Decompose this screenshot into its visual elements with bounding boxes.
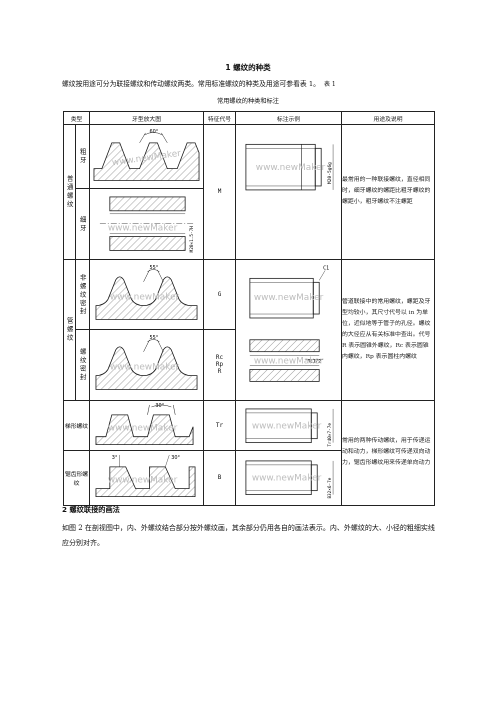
angle-55-label: 55°: [149, 265, 158, 271]
section1-title: 1 螺纹的种类: [225, 63, 271, 72]
annotation-buttress: B32×6-7e www.newMaker: [235, 450, 343, 506]
group-ordinary: 普通螺纹: [63, 124, 76, 260]
header-annotation: 标注示例: [235, 111, 343, 125]
annotation-trapezoid: Tr40×7-7e www.newMaker: [235, 399, 343, 452]
angle-60-label: 60°: [149, 129, 158, 135]
angle-30-buttress-label: 30°: [171, 455, 180, 461]
svg-text:www.newMaker: www.newMaker: [252, 421, 322, 431]
usage-ordinary: 最常用的一种联接螺纹，直径相同时，细牙螺纹的螺距比粗牙螺纹的螺距小，粗牙螺纹不注…: [341, 124, 436, 260]
profile-trapezoid: 30° www.newMaker: [89, 399, 205, 452]
group-trapezoid: 梯形螺纹: [62, 399, 91, 452]
section2-paragraph: 如图 2 在剖视图中，内、外螺纹结合部分按外螺纹画，其余部分仍用各自的画法表示。…: [62, 524, 435, 547]
group-pipe: 管螺纹: [63, 258, 76, 401]
code-ordinary: M: [203, 124, 237, 260]
profile-coarse: 60° www.newMaker: [89, 123, 205, 190]
subtype-coarse: 粗牙: [74, 123, 91, 190]
svg-text:www.newMaker: www.newMaker: [252, 474, 322, 484]
thread-types-table: 类型 牙型放大图 特征代号 标注示例 用途及说明 普通螺纹 粗牙 60° www…: [62, 111, 436, 506]
profile-buttress: 3° 30° www.newMaker: [89, 450, 205, 506]
code-buttress: B: [203, 450, 237, 506]
angle-55-seal-label: 55°: [149, 335, 158, 341]
header-usage: 用途及说明: [341, 111, 436, 125]
chamfer-c1-label: C1: [323, 265, 329, 271]
table-caption: 常用螺纹的种类和标注: [217, 98, 279, 105]
svg-text:www.newMaker: www.newMaker: [108, 423, 178, 433]
subtype-seal: 螺纹密封: [74, 329, 91, 401]
svg-text:www.newMaker: www.newMaker: [254, 293, 324, 303]
svg-text:www.newMaker: www.newMaker: [108, 224, 178, 234]
section2-title: 2 螺纹联接的画法: [62, 505, 120, 514]
profile-non-seal: 55° www.newMaker: [89, 258, 205, 331]
header-type: 类型: [62, 111, 91, 125]
subtype-non-seal: 非螺纹密封: [74, 258, 91, 331]
seal-annotation-label: Rc1/2: [307, 358, 321, 364]
fine-annotation-label: M20×1.5-7H: [189, 226, 195, 253]
annotation-ordinary: M20-5g6g www.newMaker: [235, 124, 343, 260]
buttress-annotation-diagram: B32×6-7e www.newMaker: [245, 460, 334, 499]
svg-text:www.newMaker: www.newMaker: [256, 163, 326, 173]
thread-profile-30-diagram: 30° www.newMaker: [95, 403, 194, 445]
code-pipe-seal: Rc Rp R: [203, 329, 237, 401]
trapezoid-annotation-diagram: Tr40×7-7e www.newMaker: [245, 408, 334, 446]
header-code: 特征代号: [203, 111, 237, 125]
code-pipe-non-seal: G: [203, 258, 237, 331]
intro-paragraph: 螺纹按用途可分为联接螺纹和传动螺纹两类。常用标准螺纹的种类及用途可参看表 1。表…: [62, 78, 442, 88]
thread-profile-buttress-diagram: 3° 30° www.newMaker: [95, 455, 196, 498]
thread-profile-55-seal-diagram: 55° www.newMaker: [95, 335, 198, 391]
row-coarse: 普通螺纹 粗牙 60° www.newMaker M M20-5g: [63, 123, 436, 260]
usage-pipe: 管道联接中的常用螺纹，螺距及牙型均较小，其尺寸代号以 in 为单位，近似地等于管…: [341, 258, 436, 401]
svg-text:www.newMaker: www.newMaker: [110, 363, 180, 373]
svg-text:www.newMaker: www.newMaker: [254, 356, 324, 366]
header-profile: 牙型放大图: [89, 111, 205, 125]
profile-seal: 55° www.newMaker: [89, 329, 205, 401]
subtype-fine: 细牙: [74, 188, 91, 260]
angle-3-label: 3°: [112, 455, 118, 461]
intro-text: 螺纹按用途可分为联接螺纹和传动螺纹两类。常用标准螺纹的种类及用途可参看表 1。: [62, 80, 320, 88]
svg-text:www.newMaker: www.newMaker: [110, 292, 180, 302]
coarse-annotation-label: M20-5g6g: [327, 162, 333, 184]
code-r: R: [217, 368, 222, 376]
profile-fine: M20×1.5-7H www.newMaker: [89, 188, 205, 260]
row-pipe-seal: 螺纹密封 55° www.newMaker Rc Rp R: [64, 329, 435, 401]
code-rp: Rp: [215, 361, 224, 369]
usage-transmission: 常用的两种传动螺纹，用于传递运动和动力，梯形螺纹可传递双向动力，锯齿形螺纹用来传…: [341, 399, 436, 506]
row-pipe-non-seal: 管螺纹 非螺纹密封 55° www.newMaker G C1: [63, 258, 436, 401]
ordinary-thread-annotation-diagram: M20-5g6g www.newMaker: [245, 143, 334, 191]
thread-profile-55-diagram: 55° www.newMaker: [95, 265, 198, 320]
code-trapezoid: Tr: [203, 399, 237, 452]
svg-text:www.newMaker: www.newMaker: [108, 476, 178, 486]
buttress-annotation-label: B32×6-7e: [327, 477, 333, 498]
row-buttress: 锯齿形螺纹 3° 30° www.newMaker B B32×6-7e ww: [62, 450, 435, 506]
annotation-pipe: C1 Rc1/2 www.newMaker www.newMaker: [235, 258, 343, 401]
trapezoid-annotation-label: Tr40×7-7e: [327, 422, 333, 446]
group-buttress: 锯齿形螺纹: [62, 450, 91, 506]
table-header-row: 类型 牙型放大图 特征代号 标注示例 用途及说明: [62, 111, 436, 125]
angle-30-label: 30°: [155, 403, 164, 409]
code-rc: Rc: [215, 354, 224, 362]
internal-thread-section-diagram: M20×1.5-7H www.newMaker: [99, 196, 195, 253]
thread-profile-60-diagram: 60° www.newMaker: [93, 129, 200, 181]
pipe-thread-annotation-diagram: C1 Rc1/2 www.newMaker www.newMaker: [249, 265, 329, 382]
table-reference: 表 1: [323, 81, 336, 88]
row-trapezoid: 梯形螺纹 30° www.newMaker Tr Tr40×7-7e www: [62, 399, 436, 506]
